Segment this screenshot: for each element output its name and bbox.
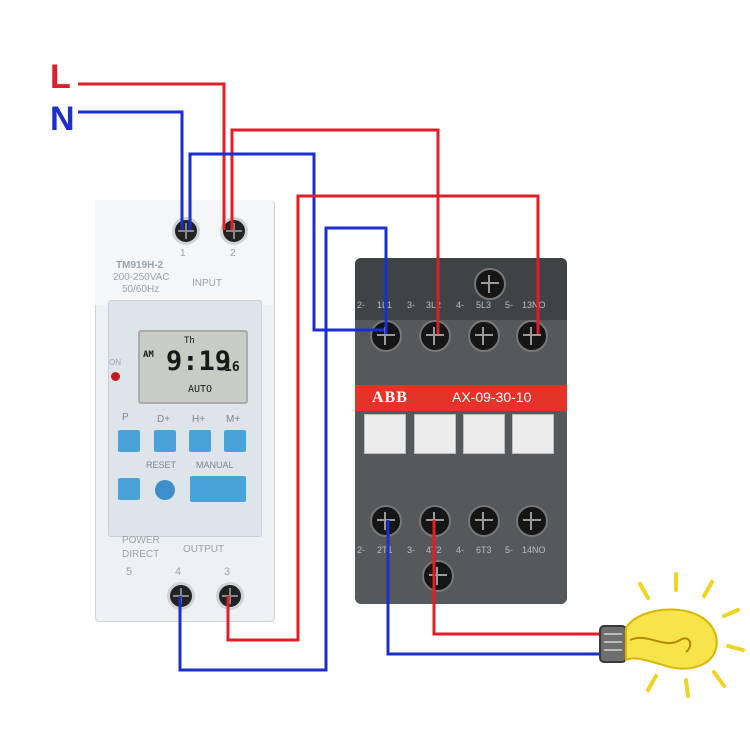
timer-manual-button[interactable] (190, 476, 246, 502)
output-label: OUTPUT (183, 544, 225, 555)
lcd-mode: AUTO (188, 384, 213, 395)
contactor-brand: ABB (372, 389, 408, 406)
contactor-window-4 (512, 414, 554, 454)
timer-terminal-2-label: 2 (230, 248, 236, 259)
contactor-2t1-screw (370, 505, 402, 537)
wire-output-4-to-coil (178, 226, 388, 672)
timer-terminal-1-label: 1 (180, 248, 186, 259)
timer-terminal-3-label: 3 (224, 566, 231, 578)
bottom-terminal-label-3: 6T3 (476, 545, 492, 555)
timer-key-h-plus[interactable] (189, 430, 211, 452)
bottom-prefix-1: 2- (357, 545, 366, 555)
wire-output-3-to-13no (226, 194, 540, 642)
timer-lcd-display (138, 330, 248, 404)
timer-terminal-4-label: 4 (175, 566, 182, 578)
top-terminal-label-4: 13NO (522, 300, 546, 310)
on-indicator-led (111, 372, 120, 381)
timer-terminal-3-screw (216, 582, 244, 610)
timer-input-label: INPUT (192, 278, 222, 289)
top-prefix-2: 3- (407, 300, 416, 310)
contactor-model: AX-09-30-10 (452, 389, 532, 405)
wire-2t1-to-bulb (386, 520, 606, 656)
contactor-coil-screw (422, 560, 454, 592)
bottom-prefix-3: 4- (456, 545, 465, 555)
wire-neutral-supply (78, 110, 184, 230)
timer-terminal-1-screw (172, 217, 200, 245)
light-bulb-icon (599, 608, 718, 670)
direct-label: DIRECT (122, 549, 160, 560)
contactor-top-terminal-block (355, 258, 567, 320)
wire-4t2-to-bulb (432, 520, 606, 636)
contactor-window-1 (364, 414, 406, 454)
timer-reset-button[interactable] (155, 480, 175, 500)
lcd-period: AM (143, 350, 154, 360)
contactor-13no-screw (516, 320, 548, 352)
contactor-14no-screw (516, 505, 548, 537)
neutral-label: N (50, 100, 75, 138)
on-indicator-label: ON (109, 358, 121, 367)
lcd-seconds: 16 (224, 360, 240, 375)
timer-model: TM919H-2 (116, 260, 164, 271)
manual-label: MANUAL (196, 460, 234, 470)
contactor-3l2-screw (419, 320, 451, 352)
bottom-terminal-label-4: 14NO (522, 545, 546, 555)
key-p-label: P (122, 412, 129, 423)
light-rays (638, 572, 745, 698)
timer-frequency: 50/60Hz (122, 284, 160, 295)
timer-terminal-5-label: 5 (126, 566, 133, 578)
contactor-window-2 (414, 414, 456, 454)
live-label: L (50, 58, 71, 96)
bottom-prefix-4: 5- (505, 545, 514, 555)
contactor-brand-band (355, 385, 567, 411)
key-d-label: D+ (157, 414, 171, 425)
wire-live-supply (78, 82, 226, 230)
timer-key-d-plus[interactable] (154, 430, 176, 452)
contactor-6t3-screw (468, 505, 500, 537)
top-prefix-1: 2- (357, 300, 366, 310)
timer-key-m-plus[interactable] (224, 430, 246, 452)
bottom-prefix-2: 3- (407, 545, 416, 555)
top-terminal-label-2: 3L2 (426, 300, 442, 310)
wire-live-to-3l2 (230, 128, 440, 334)
timer-key-p[interactable] (118, 430, 140, 452)
top-prefix-4: 5- (505, 300, 514, 310)
contactor-top-center-screw (474, 268, 506, 300)
timer-key-clock[interactable] (118, 478, 140, 500)
key-h-label: H+ (192, 414, 206, 425)
contactor-window-3 (463, 414, 505, 454)
bottom-terminal-label-1: 2T1 (377, 545, 393, 555)
key-m-label: M+ (226, 414, 241, 425)
lcd-time: 9:19 (166, 346, 232, 377)
top-terminal-label-3: 5L3 (476, 300, 492, 310)
reset-label: RESET (146, 460, 177, 470)
top-prefix-3: 4- (456, 300, 465, 310)
timer-terminal-2-screw (220, 217, 248, 245)
contactor-5l3-screw (468, 320, 500, 352)
timer-voltage: 200-250VAC (113, 272, 170, 283)
wire-neutral-to-1l1 (188, 152, 384, 332)
lcd-day: Th (184, 336, 195, 346)
power-label: POWER (122, 535, 160, 546)
